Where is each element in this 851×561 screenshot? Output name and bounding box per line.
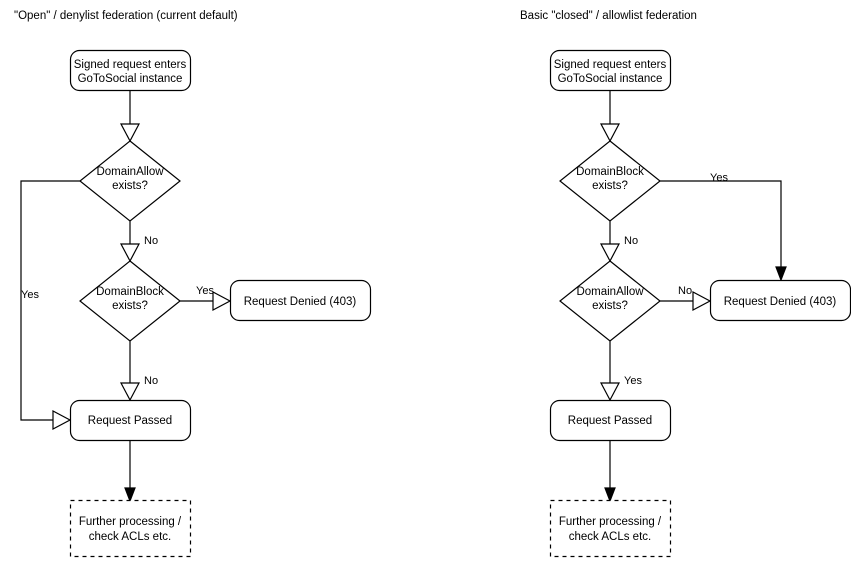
further-processing-label-line1-right: Further processing / bbox=[559, 516, 662, 528]
request-passed-label-right: Request Passed bbox=[568, 415, 652, 427]
node-request-passed-left[interactable]: Request Passed bbox=[69, 399, 192, 442]
edge-label-domainallow-no-left: No bbox=[144, 235, 158, 247]
node-entry-right[interactable]: Signed request enters GoToSocial instanc… bbox=[549, 49, 672, 92]
node-decision-domainallow-left[interactable]: DomainAllow exists? bbox=[79, 140, 181, 222]
edge-domainblock-yes-right: Yes bbox=[660, 172, 787, 282]
edge-domainblock-no-right: No bbox=[600, 221, 638, 263]
edge-label-domainallow-no-right: No bbox=[678, 285, 692, 297]
domainblock-label-line1-left: DomainBlock bbox=[96, 286, 164, 298]
edge-domainallow-no-left: No bbox=[120, 221, 158, 263]
domainblock-label-line1-right: DomainBlock bbox=[576, 166, 644, 178]
request-passed-label-left: Request Passed bbox=[88, 415, 172, 427]
entry-label-line2-right: GoToSocial instance bbox=[558, 73, 663, 85]
node-further-processing-left[interactable]: Further processing / check ACLs etc. bbox=[69, 499, 192, 558]
node-request-denied-left[interactable]: Request Denied (403) bbox=[229, 279, 372, 322]
edge-label-domainblock-no-right: No bbox=[624, 235, 638, 247]
further-processing-label-line2-right: check ACLs etc. bbox=[569, 531, 651, 543]
entry-label-line1-left: Signed request enters bbox=[74, 59, 187, 71]
edge-label-domainallow-yes-left: Yes bbox=[21, 289, 39, 301]
request-passed-box-left[interactable] bbox=[69, 399, 192, 442]
edge-entry-to-domainblock-right bbox=[600, 90, 620, 143]
edge-domainallow-no-right: No bbox=[660, 285, 712, 311]
edge-passed-to-further-left bbox=[124, 441, 136, 503]
domainallow-label-line1-right: DomainAllow bbox=[576, 286, 644, 298]
further-processing-box-right[interactable] bbox=[549, 499, 672, 558]
further-processing-label-line2-left: check ACLs etc. bbox=[89, 531, 171, 543]
domainblock-label-line2-left: exists? bbox=[112, 300, 148, 312]
entry-label-line2-left: GoToSocial instance bbox=[78, 73, 183, 85]
node-decision-domainblock-left[interactable]: DomainBlock exists? bbox=[79, 260, 181, 342]
domainallow-label-line1-left: DomainAllow bbox=[96, 166, 164, 178]
edge-label-domainblock-yes-left: Yes bbox=[196, 285, 214, 297]
diagram-closed-allowlist: Basic "closed" / allowlist federation Si… bbox=[520, 10, 851, 558]
request-passed-box-right[interactable] bbox=[549, 399, 672, 442]
domainblock-label-line2-right: exists? bbox=[592, 180, 628, 192]
node-decision-domainblock-right[interactable]: DomainBlock exists? bbox=[559, 140, 661, 222]
request-denied-label-left: Request Denied (403) bbox=[244, 296, 357, 308]
entry-label-line1-right: Signed request enters bbox=[554, 59, 667, 71]
request-denied-label-right: Request Denied (403) bbox=[724, 296, 837, 308]
diagram-open-denylist: "Open" / denylist federation (current de… bbox=[14, 10, 372, 558]
node-entry-left[interactable]: Signed request enters GoToSocial instanc… bbox=[69, 49, 192, 92]
edge-domainblock-no-left: No bbox=[120, 341, 158, 402]
edge-entry-to-domainallow-left bbox=[120, 90, 140, 143]
further-processing-label-line1-left: Further processing / bbox=[79, 516, 182, 528]
edge-label-domainallow-yes-right: Yes bbox=[624, 375, 642, 387]
node-request-passed-right[interactable]: Request Passed bbox=[549, 399, 672, 442]
edge-domainallow-yes-right: Yes bbox=[600, 341, 642, 402]
diagram-title-right: Basic "closed" / allowlist federation bbox=[520, 10, 697, 22]
node-decision-domainallow-right[interactable]: DomainAllow exists? bbox=[559, 260, 661, 342]
request-denied-box-left[interactable] bbox=[229, 279, 372, 322]
edge-domainblock-yes-left: Yes bbox=[180, 285, 232, 311]
diagram-title-left: "Open" / denylist federation (current de… bbox=[14, 10, 238, 22]
edge-domainallow-yes-left: Yes bbox=[20, 180, 80, 430]
edge-passed-to-further-right bbox=[604, 441, 616, 503]
edge-label-domainblock-yes-right: Yes bbox=[710, 172, 728, 184]
node-request-denied-right[interactable]: Request Denied (403) bbox=[709, 279, 851, 322]
edge-label-domainblock-no-left: No bbox=[144, 375, 158, 387]
domainallow-label-line2-right: exists? bbox=[592, 300, 628, 312]
further-processing-box-left[interactable] bbox=[69, 499, 192, 558]
domainallow-label-line2-left: exists? bbox=[112, 180, 148, 192]
node-further-processing-right[interactable]: Further processing / check ACLs etc. bbox=[549, 499, 672, 558]
